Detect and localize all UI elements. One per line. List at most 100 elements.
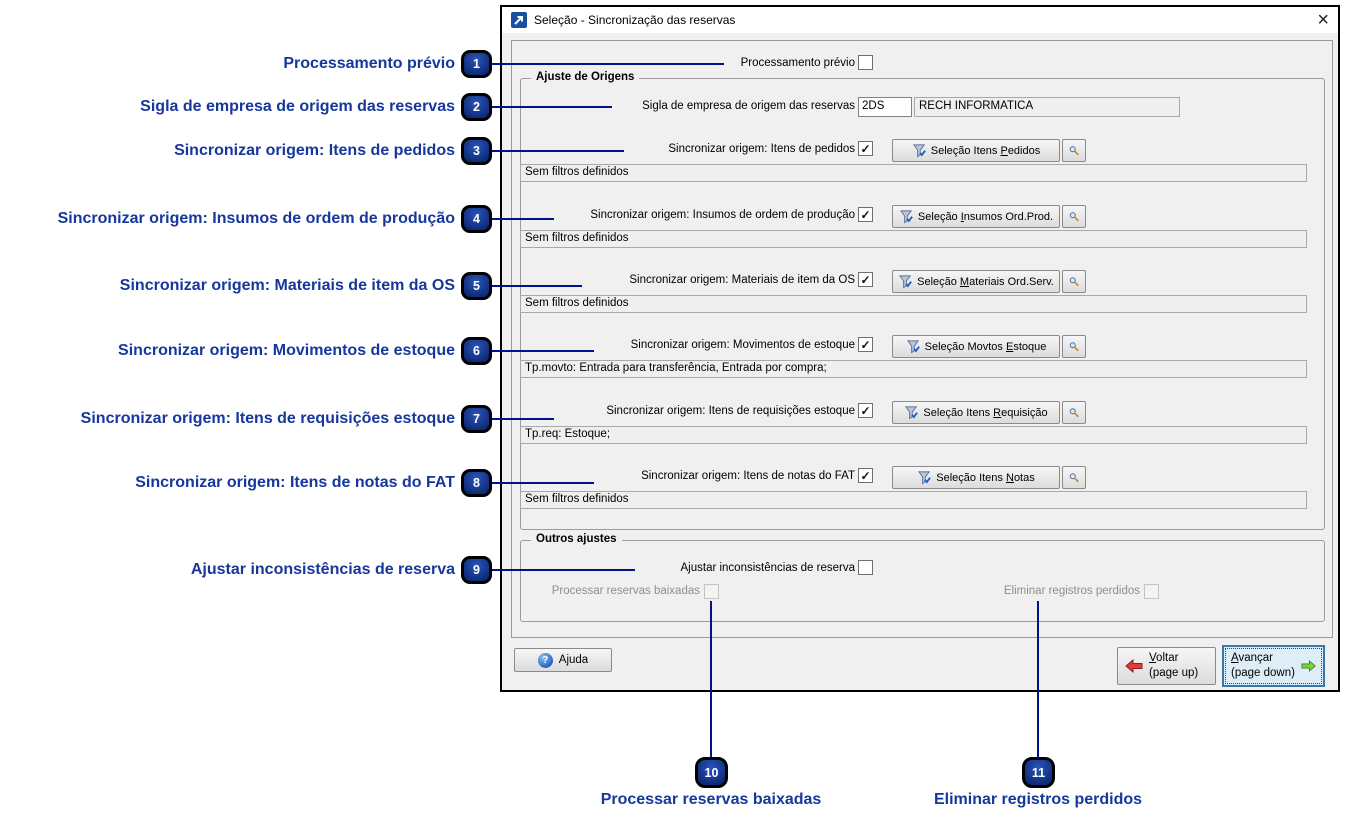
annotation-connector-line	[492, 63, 724, 65]
annotation-label: Sincronizar origem: Movimentos de estoqu…	[118, 342, 455, 359]
checkmark-icon: ✓	[860, 207, 871, 222]
filter-funnel-icon	[918, 471, 932, 485]
selection-filter-button[interactable]: Seleção Materiais Ord.Serv.	[892, 270, 1060, 293]
annotation-connector-line	[492, 569, 635, 571]
filter-funnel-icon	[906, 340, 920, 354]
process-settled-label: Processar reservas baixadas	[551, 585, 700, 597]
eliminate-lost-checkbox	[1144, 584, 1159, 599]
annotation-connector-line	[492, 418, 554, 420]
sync-checkbox[interactable]: ✓	[858, 141, 873, 156]
annotation-connector-line	[492, 482, 594, 484]
others-groupbox: Outros ajustes	[520, 533, 1325, 622]
sync-label: Sincronizar origem: Itens de notas do FA…	[641, 470, 855, 482]
annotation-connector-line	[492, 150, 624, 152]
checkmark-icon: ✓	[860, 337, 871, 352]
next-label: Avançar (page down)	[1231, 652, 1295, 679]
view-filter-button[interactable]	[1062, 466, 1086, 489]
adjust-inconsistencies-label: Ajustar inconsistências de reserva	[680, 562, 856, 574]
annotation-badge: 11	[1022, 757, 1055, 788]
annotation-callout-1: Processamento prévio 1	[283, 49, 492, 79]
sync-row-materiais: Sincronizar origem: Materiais de item da…	[511, 270, 1333, 332]
sync-label: Sincronizar origem: Itens de requisições…	[606, 405, 855, 417]
magnifier-icon	[1069, 277, 1079, 287]
help-icon: ?	[537, 652, 553, 668]
selection-filter-button[interactable]: Seleção Itens Notas	[892, 466, 1060, 489]
view-filter-button[interactable]	[1062, 401, 1086, 424]
filter-summary-field: Sem filtros definidos	[520, 230, 1307, 248]
filter-funnel-icon	[905, 406, 919, 420]
annotation-label: Sigla de empresa de origem das reservas	[140, 98, 455, 115]
filter-summary-field: Tp.movto: Entrada para transferência, En…	[520, 360, 1307, 378]
magnifier-icon	[1069, 212, 1079, 222]
selection-filter-button[interactable]: Seleção Itens Pedidos	[892, 139, 1060, 162]
annotation-connector-line	[710, 601, 712, 757]
prev-processing-label: Processamento prévio	[740, 57, 855, 69]
magnifier-icon	[1069, 408, 1079, 418]
company-code-input[interactable]: 2DS	[858, 97, 912, 117]
annotation-connector-line	[492, 350, 594, 352]
annotation-callout-2: Sigla de empresa de origem das reservas …	[140, 92, 492, 122]
annotation-label: Sincronizar origem: Itens de pedidos	[174, 142, 455, 159]
button-label: Seleção Itens Notas	[936, 471, 1035, 484]
annotation-badge: 5	[461, 272, 492, 300]
filter-summary-field: Sem filtros definidos	[520, 164, 1307, 182]
sync-label: Sincronizar origem: Itens de pedidos	[668, 143, 855, 155]
sync-row-insumos: Sincronizar origem: Insumos de ordem de …	[511, 205, 1333, 267]
dialog-content-panel	[511, 40, 1333, 638]
checkmark-icon: ✓	[860, 403, 871, 418]
filter-summary-field: Sem filtros definidos	[520, 295, 1307, 313]
selection-filter-button[interactable]: Seleção Movtos Estoque	[892, 335, 1060, 358]
annotation-badge: 8	[461, 469, 492, 497]
view-filter-button[interactable]	[1062, 205, 1086, 228]
back-label: Voltar (page up)	[1149, 652, 1199, 679]
app-icon	[511, 12, 527, 28]
help-button[interactable]: ? Ajuda	[514, 648, 612, 672]
dialog-titlebar[interactable]: Seleção - Sincronização das reservas ×	[502, 7, 1338, 33]
annotation-callout-9: Ajustar inconsistências de reserva 9	[191, 555, 492, 585]
close-icon[interactable]: ×	[1317, 9, 1329, 31]
annotation-connector-line	[492, 218, 554, 220]
annotation-callout-3: Sincronizar origem: Itens de pedidos 3	[174, 136, 492, 166]
view-filter-button[interactable]	[1062, 270, 1086, 293]
sync-row-movimentos: Sincronizar origem: Movimentos de estoqu…	[511, 335, 1333, 397]
eliminate-lost-label: Eliminar registros perdidos	[1003, 585, 1140, 597]
adjust-inconsistencies-checkbox[interactable]	[858, 560, 873, 575]
annotation-connector-line	[492, 106, 612, 108]
button-label: Seleção Movtos Estoque	[924, 340, 1047, 353]
annotation-badge: 1	[461, 50, 492, 78]
prev-processing-checkbox[interactable]	[858, 55, 873, 70]
help-label: Ajuda	[558, 654, 589, 666]
annotation-label: Processamento prévio	[283, 55, 455, 72]
sync-checkbox[interactable]: ✓	[858, 403, 873, 418]
annotation-badge: 4	[461, 205, 492, 233]
magnifier-icon	[1069, 342, 1079, 352]
view-filter-button[interactable]	[1062, 335, 1086, 358]
sync-row-pedidos: Sincronizar origem: Itens de pedidos ✓ S…	[511, 139, 1333, 201]
selection-filter-button[interactable]: Seleção Itens Requisição	[892, 401, 1060, 424]
view-filter-button[interactable]	[1062, 139, 1086, 162]
annotation-callout-6: Sincronizar origem: Movimentos de estoqu…	[118, 336, 492, 366]
sync-checkbox[interactable]: ✓	[858, 468, 873, 483]
back-button[interactable]: Voltar (page up)	[1117, 647, 1216, 685]
annotation-label: Ajustar inconsistências de reserva	[190, 561, 455, 578]
checkmark-icon: ✓	[860, 272, 871, 287]
annotation-label: Sincronizar origem: Materiais de item da…	[119, 277, 455, 294]
button-label: Seleção Insumos Ord.Prod.	[917, 210, 1054, 223]
filter-summary-field: Sem filtros definidos	[520, 491, 1307, 509]
checkmark-icon: ✓	[860, 468, 871, 483]
magnifier-icon	[1069, 473, 1079, 483]
selection-filter-button[interactable]: Seleção Insumos Ord.Prod.	[892, 205, 1060, 228]
process-settled-checkbox	[704, 584, 719, 599]
sync-checkbox[interactable]: ✓	[858, 272, 873, 287]
annotation-callout-5: Sincronizar origem: Materiais de item da…	[120, 271, 492, 301]
filter-summary-field: Tp.req: Estoque;	[520, 426, 1307, 444]
filter-funnel-icon	[912, 144, 926, 158]
annotation-callout-7: Sincronizar origem: Itens de requisições…	[81, 404, 492, 434]
next-button[interactable]: Avançar (page down)	[1222, 645, 1325, 687]
sync-checkbox[interactable]: ✓	[858, 207, 873, 222]
magnifier-icon	[1069, 146, 1079, 156]
sync-checkbox[interactable]: ✓	[858, 337, 873, 352]
annotation-callout-8: Sincronizar origem: Itens de notas do FA…	[135, 468, 492, 498]
annotation-connector-line	[1037, 601, 1039, 757]
